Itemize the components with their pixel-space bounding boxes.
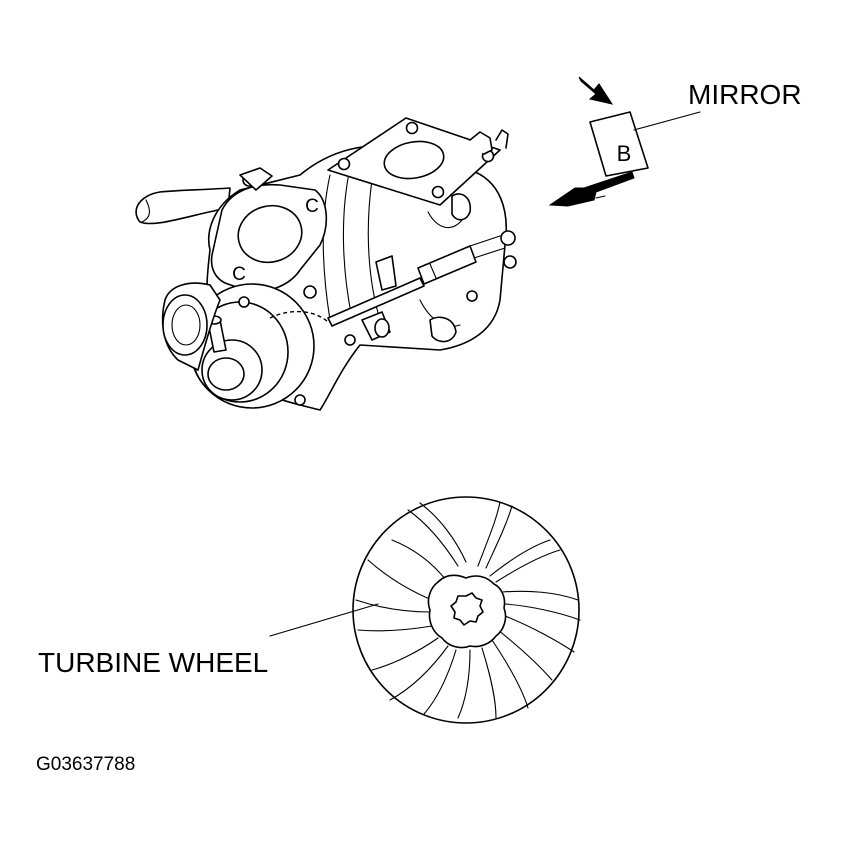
mirror-marker-b: B [617,141,632,166]
mirror-leader-line [633,111,701,131]
mirror-label: MIRROR [688,79,802,110]
arrow-icon [578,76,614,105]
mirror-icon [589,111,649,177]
flange-mark-c-bottom: C [232,264,246,285]
reflection-arrow-icon [548,171,635,207]
turbine-wheel-label: TURBINE WHEEL [38,647,268,678]
turbine-wheel-leader-line [269,603,379,637]
figure-code: G03637788 [36,754,135,775]
turbocharger-drawing [135,117,517,411]
turbine-wheel-drawing [352,496,581,724]
flange-mark-c-top: C [305,196,319,217]
